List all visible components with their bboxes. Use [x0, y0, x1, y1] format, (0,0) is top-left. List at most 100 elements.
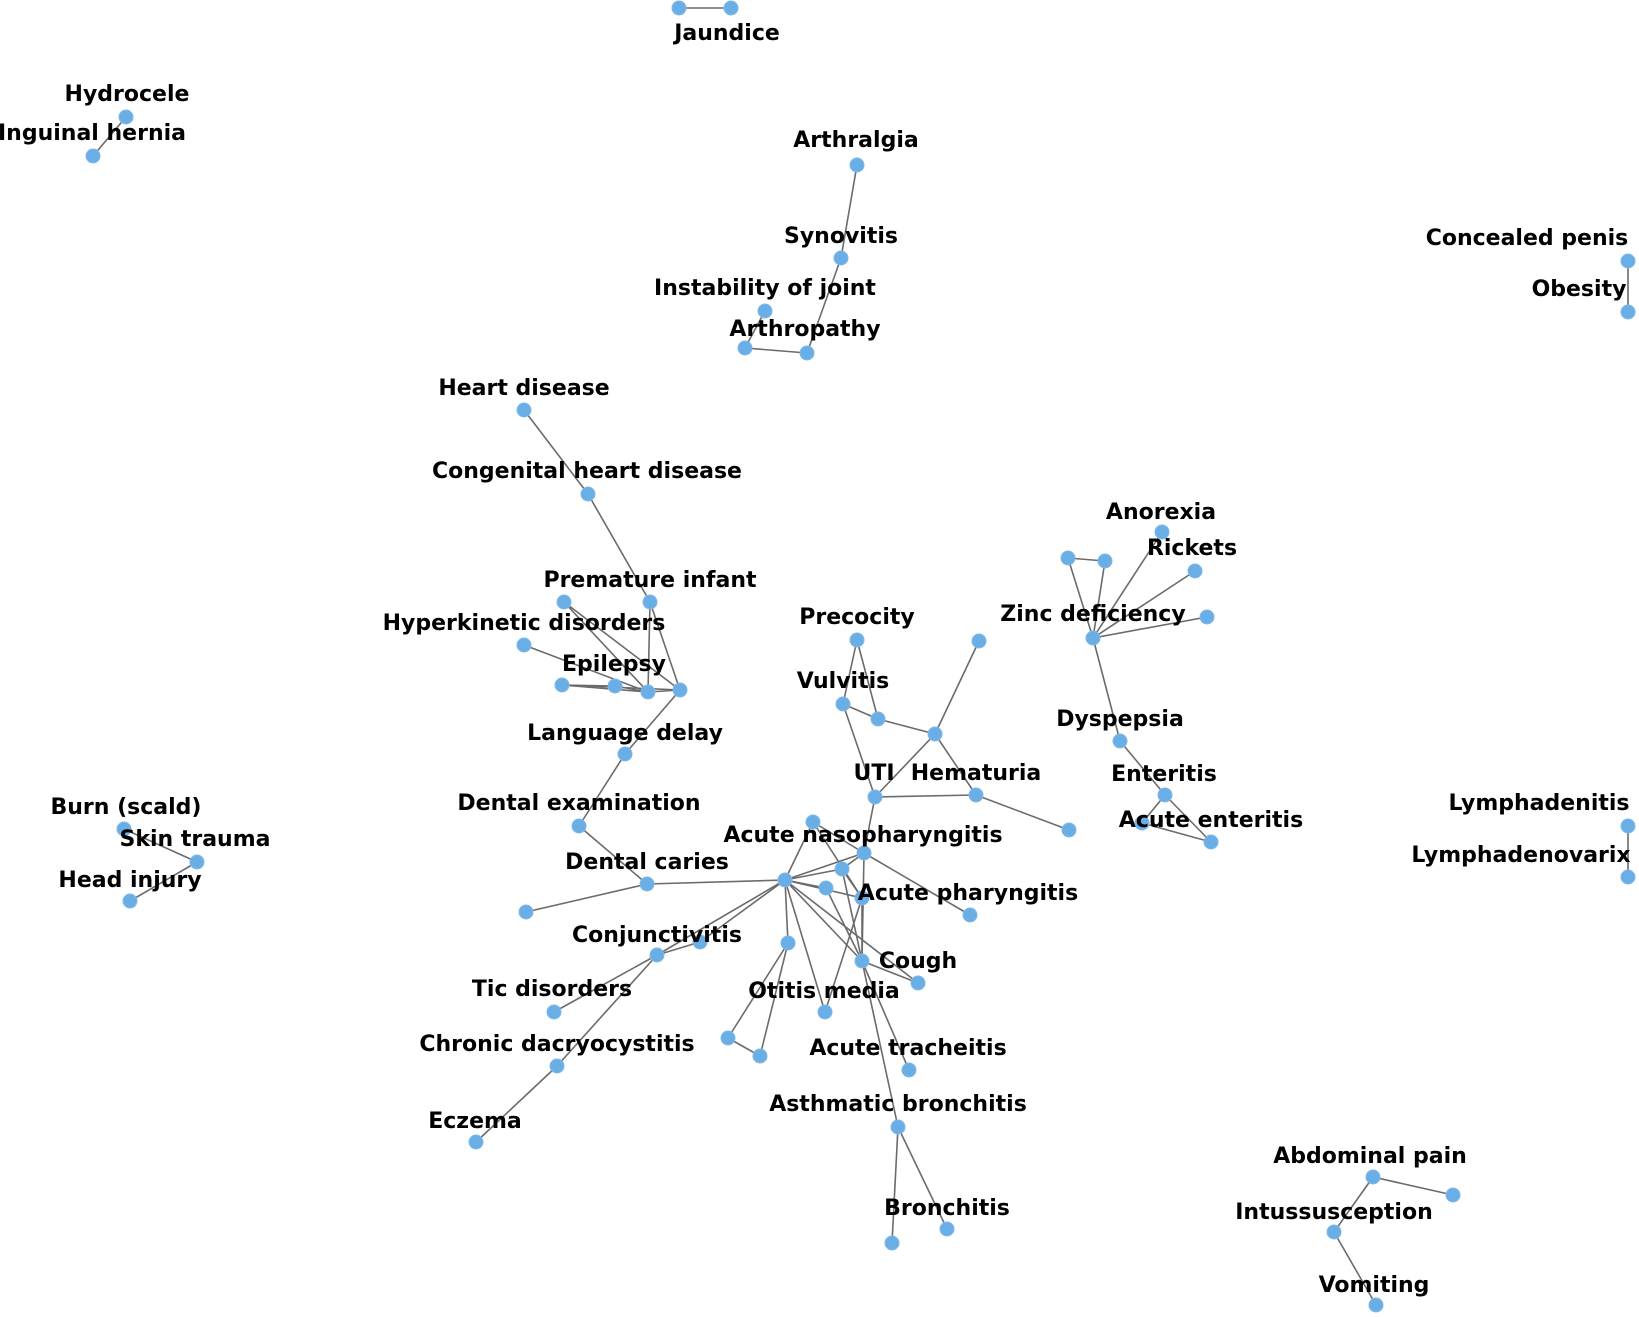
- edge-an0-nas1: [784, 821, 814, 881]
- node-ph2[interactable]: [854, 890, 870, 906]
- node-zc2[interactable]: [1097, 553, 1113, 569]
- node-vo[interactable]: [1368, 1297, 1384, 1313]
- node-syn[interactable]: [833, 250, 849, 266]
- node-ae1[interactable]: [1134, 815, 1150, 831]
- edge-vm-hx: [877, 718, 936, 735]
- node-co[interactable]: [854, 953, 870, 969]
- node-br2[interactable]: [939, 1221, 955, 1237]
- node-an1[interactable]: [1154, 524, 1170, 540]
- node-zc3[interactable]: [1199, 609, 1215, 625]
- node-bs[interactable]: [116, 821, 132, 837]
- node-uti[interactable]: [867, 789, 883, 805]
- node-hk1[interactable]: [556, 594, 572, 610]
- node-cd[interactable]: [549, 1058, 565, 1074]
- node-an0[interactable]: [777, 872, 793, 888]
- edge-pr-vm: [856, 639, 879, 720]
- node-dc[interactable]: [639, 876, 655, 892]
- edge-syn-ap2: [806, 257, 842, 354]
- label-lymphadenitis: Lymphadenitis: [1448, 791, 1629, 816]
- edge-bs-st: [123, 828, 198, 863]
- node-nas1[interactable]: [805, 814, 821, 830]
- edge-uti-hem: [874, 794, 977, 798]
- node-td[interactable]: [546, 1004, 562, 1020]
- node-chd[interactable]: [580, 486, 596, 502]
- node-om3[interactable]: [720, 1030, 736, 1046]
- node-zd[interactable]: [1085, 630, 1101, 646]
- node-de[interactable]: [571, 818, 587, 834]
- node-hyd[interactable]: [118, 109, 134, 125]
- edges-layer: [92, 7, 1629, 1306]
- node-ec[interactable]: [468, 1134, 484, 1150]
- node-en[interactable]: [1157, 787, 1173, 803]
- label-inguinal-hernia: Inguinal hernia: [0, 121, 186, 146]
- node-ae2[interactable]: [1203, 834, 1219, 850]
- node-ap1[interactable]: [737, 340, 753, 356]
- node-zc1[interactable]: [1060, 550, 1076, 566]
- node-hy[interactable]: [971, 633, 987, 649]
- node-br1[interactable]: [884, 1235, 900, 1251]
- label-uti: UTI: [853, 761, 894, 786]
- label-anorexia: Anorexia: [1106, 500, 1216, 525]
- node-st[interactable]: [189, 854, 205, 870]
- node-he2[interactable]: [1061, 822, 1077, 838]
- edge-uti-nas2: [863, 796, 876, 854]
- node-om[interactable]: [780, 935, 796, 951]
- label-epilepsy: Epilepsy: [562, 652, 666, 677]
- label-instability-of-joint: Instability of joint: [654, 276, 876, 301]
- edge-nas3-co: [841, 868, 863, 962]
- node-vu[interactable]: [835, 696, 851, 712]
- node-ip2[interactable]: [1445, 1187, 1461, 1203]
- node-nas3[interactable]: [834, 861, 850, 877]
- node-co2[interactable]: [910, 975, 926, 991]
- nodes-layer: [85, 0, 1636, 1313]
- node-cp1[interactable]: [1620, 253, 1636, 269]
- node-ep3[interactable]: [640, 684, 656, 700]
- node-ep1[interactable]: [554, 677, 570, 693]
- node-hem[interactable]: [968, 787, 984, 803]
- edge-ip-is: [1333, 1176, 1374, 1233]
- node-ly2[interactable]: [1620, 869, 1636, 885]
- node-rk[interactable]: [1187, 563, 1203, 579]
- label-bronchitis: Bronchitis: [884, 1196, 1010, 1221]
- node-at[interactable]: [901, 1062, 917, 1078]
- node-ioj[interactable]: [757, 303, 773, 319]
- node-hd[interactable]: [516, 402, 532, 418]
- node-ep2[interactable]: [607, 678, 623, 694]
- node-ep4[interactable]: [672, 682, 688, 698]
- node-vm[interactable]: [870, 711, 886, 727]
- node-pr[interactable]: [849, 632, 865, 648]
- node-cj[interactable]: [649, 947, 665, 963]
- node-ld[interactable]: [617, 746, 633, 762]
- node-cj2[interactable]: [692, 934, 708, 950]
- node-art[interactable]: [849, 157, 865, 173]
- node-pi[interactable]: [642, 594, 658, 610]
- node-ip[interactable]: [1365, 1169, 1381, 1185]
- node-om4[interactable]: [752, 1048, 768, 1064]
- node-j2[interactable]: [723, 0, 739, 16]
- node-om2[interactable]: [817, 1004, 833, 1020]
- edge-ae1-ae2: [1141, 822, 1212, 843]
- node-dy[interactable]: [1112, 733, 1128, 749]
- node-dl[interactable]: [518, 904, 534, 920]
- node-hx[interactable]: [927, 726, 943, 742]
- edge-zd-zc3: [1092, 616, 1208, 639]
- label-abdominal-pain: Abdominal pain: [1273, 1144, 1467, 1169]
- node-j1[interactable]: [671, 0, 687, 16]
- node-ing[interactable]: [85, 148, 101, 164]
- node-nas4[interactable]: [818, 880, 834, 896]
- node-ly1[interactable]: [1620, 818, 1636, 834]
- edge-an0-om2: [784, 879, 826, 1013]
- node-ph[interactable]: [962, 907, 978, 923]
- node-ap2[interactable]: [799, 345, 815, 361]
- node-ob1[interactable]: [1620, 304, 1636, 320]
- label-zinc-deficiency: Zinc deficiency: [1000, 602, 1185, 627]
- edge-cd-ec: [475, 1065, 558, 1143]
- edge-zd-an1: [1092, 531, 1163, 639]
- node-ab[interactable]: [890, 1119, 906, 1135]
- node-hk2[interactable]: [516, 637, 532, 653]
- label-enteritis: Enteritis: [1111, 762, 1217, 787]
- node-is[interactable]: [1326, 1224, 1342, 1240]
- node-nas2[interactable]: [856, 845, 872, 861]
- node-hi[interactable]: [122, 893, 138, 909]
